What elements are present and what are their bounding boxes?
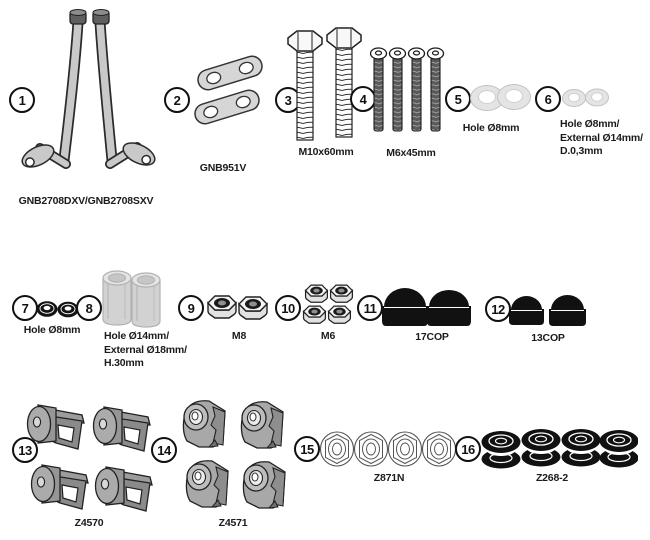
item-4-label: M6x45mm [386, 147, 436, 159]
thin-washers-illustration [562, 88, 609, 107]
pannier-frame-tubes-illustration [21, 9, 156, 169]
item-11-label: 17COP [415, 331, 449, 343]
item-1-number: 1 [9, 87, 35, 113]
item-8-label-line1: Hole Ø14mm/ [104, 330, 169, 342]
item-13-label: Z4570 [74, 517, 104, 529]
flange-nuts-illustration [320, 431, 457, 467]
item-15-number: 15 [294, 436, 320, 462]
tube-spacers-illustration [102, 270, 161, 328]
item-9-label: M8 [231, 330, 247, 342]
item-11-number: 11 [357, 295, 383, 321]
item-10-number: 10 [275, 295, 301, 321]
item-6-number: 6 [535, 86, 561, 112]
item-6-label: Hole Ø8mm/ External Ø14mm/ D.0,3mm [560, 118, 643, 159]
link-plates-illustration [194, 55, 263, 125]
clamp-blocks-illustration [26, 404, 153, 512]
button-head-screws-illustration [370, 47, 445, 132]
item-8-label-line3: H.30mm [104, 357, 144, 369]
item-8-label-line2: External Ø18mm/ [104, 343, 187, 356]
item-2-label: GNB951V [199, 162, 247, 174]
item-7-label: Hole Ø8mm [23, 324, 81, 336]
item-14-number: 14 [151, 437, 177, 463]
cover-caps-small-illustration [509, 295, 586, 326]
item-16-number: 16 [455, 436, 481, 462]
item-6-label-line1: Hole Ø8mm/ [560, 118, 620, 130]
item-5-label: Hole Ø8mm [462, 122, 520, 134]
item-3-label: M10x60mm [298, 146, 354, 158]
flat-washers-illustration [470, 84, 531, 111]
item-9-number: 9 [178, 295, 204, 321]
item-13-number: 13 [12, 437, 38, 463]
item-12-number: 12 [485, 296, 511, 322]
lock-nuts-m6-illustration [302, 284, 354, 324]
item-14-label: Z4571 [218, 517, 248, 529]
spring-washers-illustration [36, 301, 79, 318]
rubber-grommets-illustration [480, 428, 638, 470]
clamp-plates-illustration [182, 400, 286, 509]
hex-bolts-illustration [287, 27, 362, 141]
item-8-number: 8 [76, 295, 102, 321]
item-12-label: 13COP [531, 332, 565, 344]
item-2-number: 2 [164, 87, 190, 113]
item-16-label: Z268-2 [535, 472, 569, 484]
cover-caps-large-illustration [382, 288, 471, 326]
item-6-label-line2: External Ø14mm/ [560, 131, 643, 144]
item-8-label: Hole Ø14mm/ External Ø18mm/ H.30mm [104, 330, 187, 371]
lock-nuts-m8-illustration [207, 295, 268, 320]
item-7-number: 7 [12, 295, 38, 321]
item-15-label: Z871N [373, 472, 405, 484]
item-1-label: GNB2708DXV/GNB2708SXV [18, 195, 154, 207]
item-6-label-line3: D.0,3mm [560, 145, 603, 157]
item-5-number: 5 [445, 86, 471, 112]
item-10-label: M6 [320, 330, 336, 342]
